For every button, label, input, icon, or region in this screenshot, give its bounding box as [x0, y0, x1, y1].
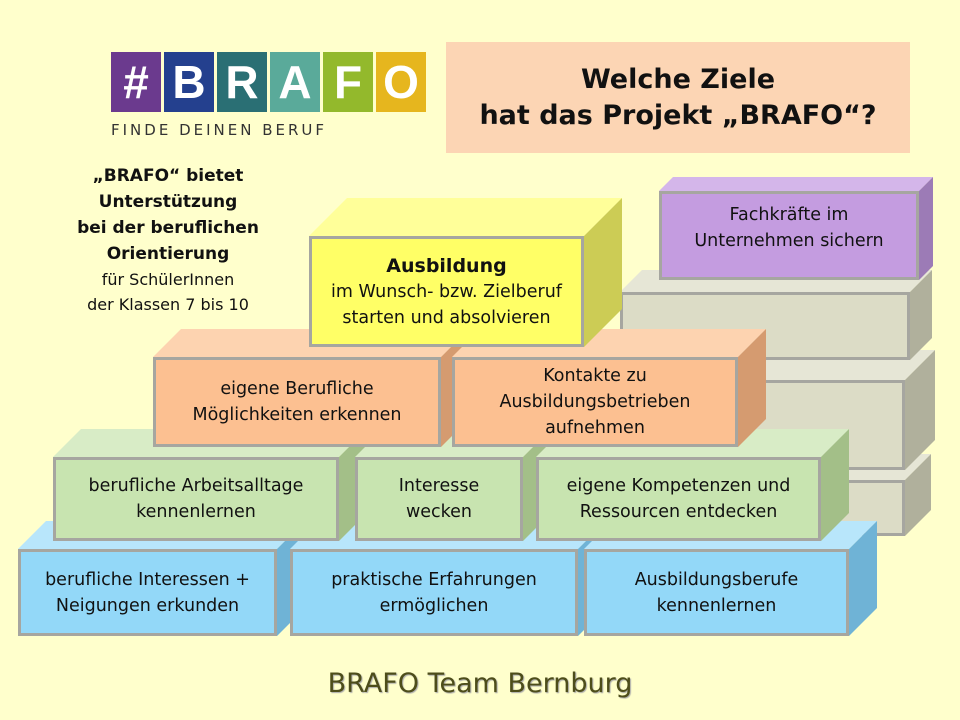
block-text: berufliche Interessen +	[45, 569, 250, 590]
block-front-face: praktische Erfahrungen ermöglichen	[290, 549, 578, 636]
brafo-logo: # B R A F O	[111, 52, 426, 112]
goal-block: berufliche Interessen + Neigungen erkunde…	[18, 549, 277, 636]
intro-line: der Klassen 7 bis 10	[87, 295, 249, 314]
intro-text: „BRAFO“ bietet Unterstützung bei der ber…	[48, 163, 288, 317]
block-text: Fachkräfte im	[729, 205, 849, 225]
footer-text: BRAFO Team Bernburg	[327, 668, 633, 699]
intro-line: bei der beruflichen	[77, 218, 259, 238]
block-side-face	[919, 177, 933, 280]
block-text: Möglichkeiten erkennen	[192, 405, 402, 425]
intro-line: für SchülerInnen	[101, 270, 235, 289]
block-text: eigene Berufliche	[220, 379, 374, 399]
block-front-face: Kontakte zu Ausbildungsbetrieben aufnehmen	[452, 357, 738, 447]
block-text: starten und absolvieren	[342, 307, 551, 328]
goal-block: Ausbildungsberufe kennenlernen	[584, 549, 849, 636]
intro-line: „BRAFO“ bietet	[92, 166, 244, 186]
slide-title: Welche Ziele hat das Projekt „BRAFO“?	[446, 42, 910, 153]
block-text: Ressourcen entdecken	[579, 502, 778, 522]
title-line: hat das Projekt „BRAFO“?	[479, 99, 877, 131]
block-text: Ausbildungsbetrieben	[499, 392, 691, 412]
block-text: im Wunsch- bzw. Zielberuf	[331, 281, 562, 302]
block-text: Ausbildungsberufe	[634, 569, 799, 590]
logo-tile: #	[111, 52, 161, 112]
logo-tile: F	[323, 52, 373, 112]
goal-block-apprenticeship: Ausbildung im Wunsch- bzw. Zielberuf start…	[309, 236, 584, 347]
block-text: praktische Erfahrungen	[331, 569, 537, 590]
block-heading: Ausbildung	[386, 254, 507, 277]
block-top-face	[659, 177, 933, 191]
logo-tile: B	[164, 52, 214, 112]
block-text: wecken	[405, 502, 473, 522]
block-text: aufnehmen	[545, 418, 645, 438]
logo-tile: O	[376, 52, 426, 112]
block-text: ermöglichen	[379, 595, 489, 616]
block-text: eigene Kompetenzen und	[566, 476, 791, 496]
logo-tile: R	[217, 52, 267, 112]
goal-block: Interesse wecken	[355, 457, 523, 541]
block-front-face: Ausbildung im Wunsch- bzw. Zielberuf start…	[309, 236, 584, 347]
title-line: Welche Ziele	[580, 63, 776, 95]
block-front-face: Fachkräfte im Unternehmen sichern	[659, 191, 919, 280]
block-text: kennenlernen	[136, 502, 256, 522]
goal-block-skilled-workers: Fachkräfte im Unternehmen sichern	[659, 191, 919, 280]
goal-block: berufliche Arbeitsalltage kennenlernen	[53, 457, 339, 541]
logo-tile: A	[270, 52, 320, 112]
block-front-face: Ausbildungsberufe kennenlernen	[584, 549, 849, 636]
block-side-face	[910, 270, 932, 360]
intro-line: Unterstützung	[98, 192, 238, 212]
intro-line: Orientierung	[106, 244, 230, 264]
block-front-face: berufliche Interessen + Neigungen erkunde…	[18, 549, 277, 636]
block-text: kennenlernen	[656, 595, 777, 616]
block-text: Neigungen erkunden	[55, 595, 240, 616]
block-top-face	[309, 198, 622, 236]
block-text: berufliche Arbeitsalltage	[88, 476, 304, 496]
block-front-face: berufliche Arbeitsalltage kennenlernen	[53, 457, 339, 541]
block-text: Unternehmen sichern	[694, 231, 884, 251]
goal-block: Kontakte zu Ausbildungsbetrieben aufnehmen	[452, 357, 738, 447]
logo-tagline: FINDE DEINEN BERUF	[111, 121, 328, 139]
block-text: Interesse	[398, 476, 480, 496]
block-front-face: Interesse wecken	[355, 457, 523, 541]
goal-block: praktische Erfahrungen ermöglichen	[290, 549, 578, 636]
block-text: Kontakte zu	[543, 366, 647, 386]
